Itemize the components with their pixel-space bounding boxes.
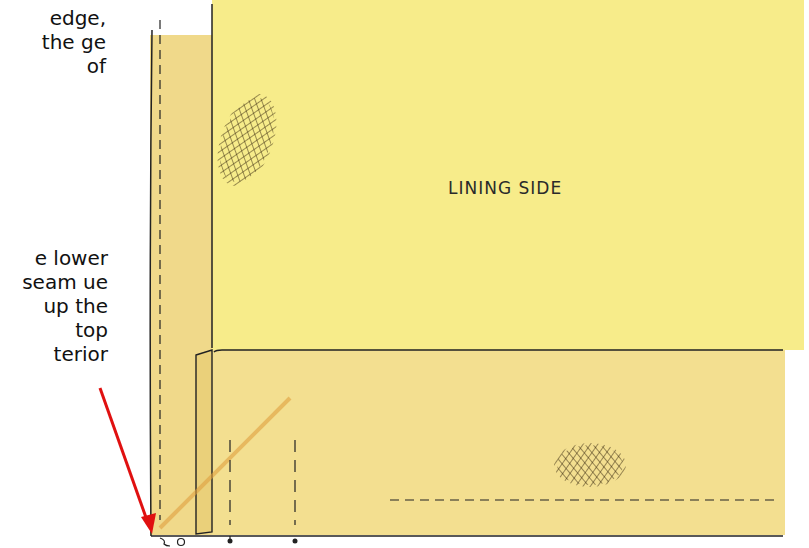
stitch-dot bbox=[228, 539, 233, 544]
stitch-line bbox=[159, 20, 160, 520]
stitch-mark bbox=[294, 440, 295, 525]
weave-patch bbox=[209, 90, 284, 189]
pointer-arrowhead bbox=[141, 513, 156, 534]
weave-patch bbox=[557, 445, 623, 485]
hem-fold-line bbox=[211, 4, 213, 348]
fabric-edge bbox=[150, 30, 152, 536]
instruction-note: e lower seam ue up the top terior bbox=[22, 246, 108, 366]
corner-fold bbox=[196, 350, 212, 534]
bottom-hem bbox=[212, 350, 785, 535]
fabric-edge bbox=[151, 535, 783, 537]
stitch-dot bbox=[293, 539, 298, 544]
area-label: LINING SIDE bbox=[448, 178, 562, 198]
pointer-arrow bbox=[100, 388, 149, 526]
instruction-note: edge, the ge of bbox=[40, 6, 106, 78]
brace-mark bbox=[178, 539, 185, 546]
stitch-line bbox=[390, 499, 780, 500]
weave-patch bbox=[554, 443, 626, 487]
weave-patch bbox=[206, 86, 288, 194]
side-hem bbox=[150, 35, 212, 535]
hem-fold-line bbox=[214, 350, 783, 352]
brace-mark bbox=[160, 538, 170, 546]
stitch-mark bbox=[229, 440, 230, 525]
mitre-line bbox=[160, 398, 290, 528]
lining-area bbox=[212, 0, 804, 350]
